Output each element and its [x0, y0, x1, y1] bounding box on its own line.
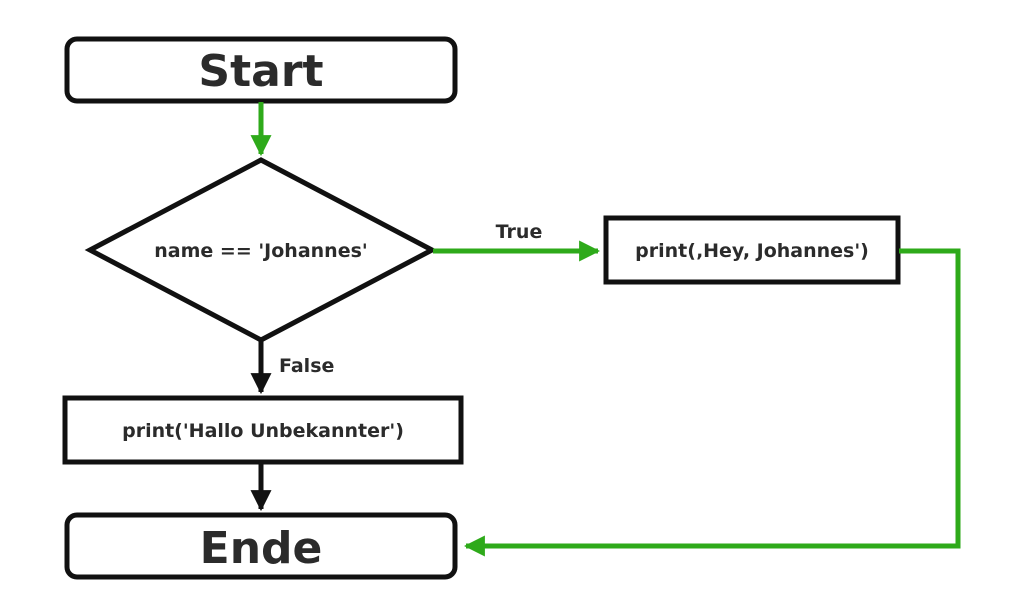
end-node: Ende: [64, 512, 458, 580]
print-true-node: print(‚Hey, Johannes'): [603, 215, 901, 285]
false-label: False: [279, 355, 334, 377]
start-label: Start: [198, 46, 323, 97]
true-label: True: [496, 221, 543, 243]
print-true-label: print(‚Hey, Johannes'): [635, 240, 869, 262]
start-node: Start: [64, 36, 458, 104]
print-false-label: print('Hallo Unbekannter'): [122, 420, 404, 442]
end-label: Ende: [200, 523, 323, 574]
condition-node: name == 'Johannes': [84, 157, 438, 343]
condition-label: name == 'Johannes': [154, 240, 367, 262]
edge-print-true-to-end: [463, 248, 961, 557]
print-false-node: print('Hallo Unbekannter'): [62, 395, 464, 465]
